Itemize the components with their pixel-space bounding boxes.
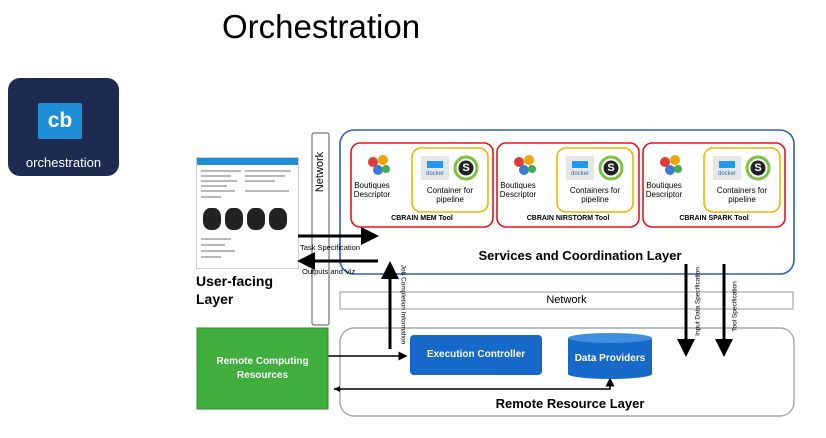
boutiques-icon	[368, 155, 390, 175]
remote-resource-layer-label: Remote Resource Layer	[495, 396, 645, 411]
ui-screenshot-thumbnail	[196, 157, 299, 269]
services-layer-label: Services and Coordination Layer	[478, 248, 682, 263]
user-facing-label: User-facing Layer	[196, 273, 274, 307]
tool-name-label: CBRAIN NIRSTORM Tool	[526, 215, 610, 222]
network-vertical-bar	[311, 132, 330, 326]
services-layer-frame	[339, 129, 795, 275]
tool-name-label: CBRAIN SPARK Tool	[679, 215, 749, 222]
docker-label: docker	[570, 171, 589, 177]
singularity-letter: S	[754, 162, 762, 174]
thumbnail-header-bar	[197, 158, 298, 165]
job-completion-label: Job Completion Information	[399, 264, 407, 345]
singularity-letter: S	[462, 162, 470, 174]
cb-logo-icon: cb	[38, 103, 82, 139]
network-vertical-label: Network	[314, 151, 326, 193]
docker-label: docker	[425, 171, 444, 177]
remote-computing-label: Remote Computing Resources	[216, 356, 309, 381]
outputs-label: Outputs and Viz	[302, 267, 356, 276]
brain-scan-image	[247, 208, 265, 230]
brain-scan-image	[203, 208, 221, 230]
execution-controller-box	[410, 335, 542, 375]
singularity-icon	[453, 155, 479, 181]
task-spec-label: Task Specification	[300, 243, 361, 252]
remote-resource-layer-frame	[339, 327, 795, 417]
tool-spec-label: Tool Specification	[731, 281, 739, 332]
network-horizontal-bar	[339, 291, 794, 310]
execution-controller-label: Execution Controller	[426, 349, 526, 360]
data-providers-label: Data Providers	[574, 353, 646, 364]
remote-computing-box	[196, 327, 329, 410]
input-data-spec-label: Input Data Specification	[694, 267, 702, 336]
network-horizontal-label: Network	[546, 294, 587, 306]
page-title: Orchestration	[222, 8, 421, 45]
tool-name-label: CBRAIN MEM Tool	[391, 215, 453, 222]
singularity-icon	[598, 155, 624, 181]
badge-label: orchestration	[25, 155, 102, 170]
compute-data-arrow	[334, 377, 615, 390]
data-providers-cylinder	[568, 333, 652, 379]
singularity-icon	[745, 155, 771, 181]
brain-scan-image	[269, 208, 287, 230]
docker-label: docker	[717, 171, 736, 177]
boutiques-icon	[660, 155, 682, 175]
boutiques-icon	[514, 155, 536, 175]
singularity-letter: S	[607, 162, 615, 174]
brain-scan-image	[225, 208, 243, 230]
